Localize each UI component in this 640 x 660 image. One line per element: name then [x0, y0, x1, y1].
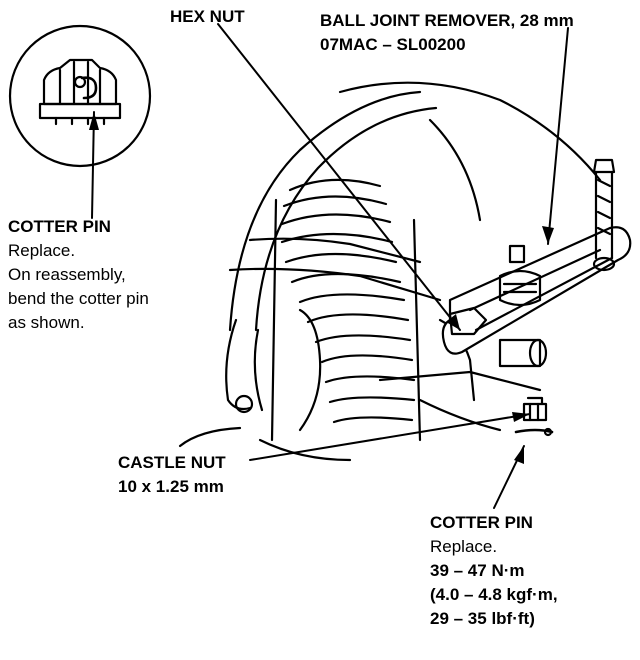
cotter-pin-top-replace: Replace.: [8, 241, 76, 260]
cotter-pin-detail-inset: [8, 24, 152, 168]
cotter-pin-top-note-1: On reassembly,: [8, 265, 126, 284]
leader-lines: [91, 23, 569, 509]
torque-spec-lbfft: 29 – 35 lbf·ft): [430, 609, 535, 628]
upper-arm: [228, 237, 542, 432]
ball-joint-remover-label: BALL JOINT REMOVER, 28 mm: [320, 11, 574, 30]
cotter-pin-bottom-replace: Replace.: [430, 537, 498, 556]
hex-nut: [448, 306, 488, 336]
cotter-pin-top-note-2: bend the cotter pin: [8, 289, 149, 308]
hex-nut-label: HEX NUT: [170, 7, 245, 26]
steering-knuckle: [178, 308, 352, 462]
castle-nut-label: CASTLE NUT: [118, 453, 226, 472]
tire-outline: [228, 81, 602, 332]
coil-spring: [270, 178, 422, 442]
cotter-pin-top-note-3: as shown.: [8, 313, 85, 332]
ball-joint-remover-part-number: 07MAC – SL00200: [320, 35, 466, 54]
cotter-pin-bottom-title: COTTER PIN: [430, 513, 533, 532]
torque-spec-kgfm: (4.0 – 4.8 kgf·m,: [430, 585, 558, 604]
castle-nut-size: 10 x 1.25 mm: [118, 477, 224, 496]
arrowheads: [89, 112, 554, 464]
cotter-pin-top-title: COTTER PIN: [8, 217, 111, 236]
ball-joint-remover-tool: [441, 158, 632, 368]
torque-spec-nm: 39 – 47 N·m: [430, 561, 525, 580]
